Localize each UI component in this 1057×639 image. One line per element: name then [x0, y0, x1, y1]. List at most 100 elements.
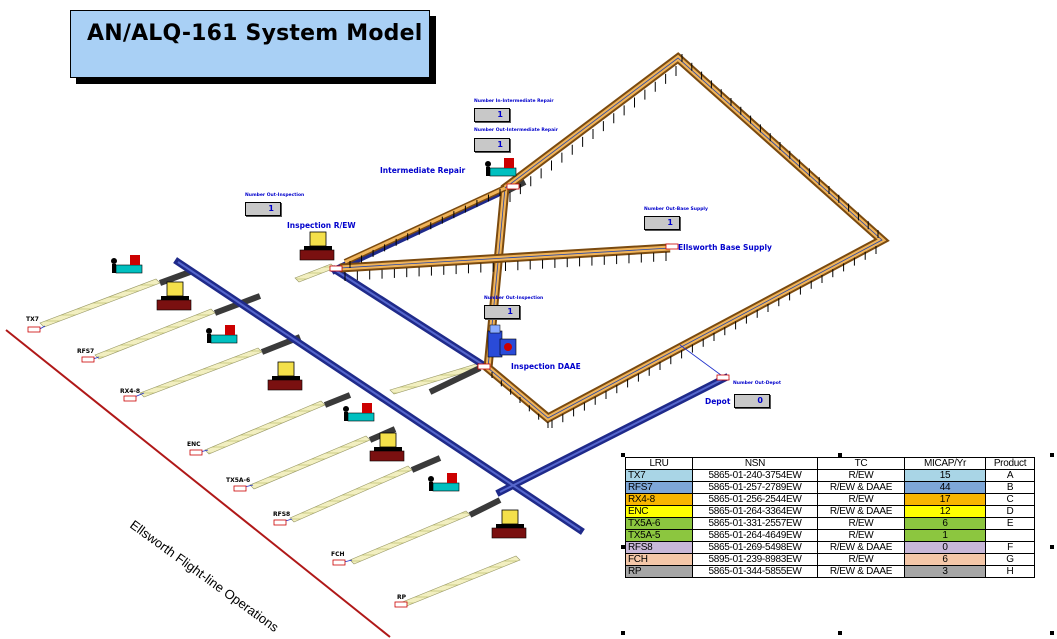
table-header-row: LRU NSN TC MICAP/Yr Product — [625, 457, 1035, 470]
counter-label: Number Out-Inspection — [245, 193, 305, 198]
table-cell-nsn: 5865-01-331-2557EW — [692, 517, 818, 530]
counter-label: Number In-Intermediate Repair — [474, 99, 554, 104]
route-label: RFS7 — [77, 348, 95, 355]
lane-rx48 — [139, 347, 263, 398]
lane-tx5a — [249, 435, 371, 490]
selection-handle — [621, 631, 625, 635]
table-cell-tc: R/EW — [817, 469, 905, 482]
table-cell-lru: RX4-8 — [625, 493, 693, 506]
selection-handle — [621, 545, 625, 549]
table-cell-tc: R/EW — [817, 493, 905, 506]
table-cell-product: C — [985, 493, 1035, 506]
column-header: LRU — [625, 457, 693, 470]
inspection-rew-label: Inspection R/EW — [287, 221, 356, 230]
counter-value: 0 — [757, 396, 763, 405]
test-bench-icon — [267, 361, 303, 391]
lane-fch — [349, 510, 471, 565]
operator-desk-icon — [111, 255, 143, 274]
route-label: FCH — [331, 551, 345, 558]
selection-handle — [838, 631, 842, 635]
table-cell-lru: RFS8 — [625, 541, 693, 554]
workstation-icons — [111, 158, 527, 539]
counter-box: 1 — [474, 108, 510, 122]
flightline-baseline — [5, 329, 391, 638]
counter-box: 1 — [474, 138, 510, 152]
lane-enc — [204, 400, 326, 455]
column-header: Product — [985, 457, 1035, 470]
column-header: MICAP/Yr — [904, 457, 986, 470]
operator-desk-icon — [343, 403, 375, 422]
route-label: ENC — [187, 441, 201, 448]
table-cell-tc: R/EW — [817, 553, 905, 566]
ellsworth-base-supply-label: Ellsworth Base Supply — [678, 243, 772, 252]
table-cell-micap: 6 — [904, 517, 986, 530]
lane-tx7 — [39, 278, 161, 328]
counter-label: Number Out-Base Supply — [644, 207, 708, 212]
table-cell-micap: 3 — [904, 565, 986, 578]
counter-label: Number Out-Depot — [733, 381, 782, 386]
counter-value: 1 — [497, 110, 503, 119]
table-cell-lru: FCH — [625, 553, 693, 566]
counter-value: 1 — [667, 218, 673, 227]
operator-desk-icon — [485, 158, 517, 177]
loop-tick-marks — [344, 54, 879, 428]
route-label: RFS8 — [273, 511, 291, 518]
selection-handle — [1050, 453, 1054, 457]
test-bench-icon — [369, 432, 405, 462]
table-cell-micap: 1 — [904, 529, 986, 542]
table-cell-nsn: 5865-01-257-2789EW — [692, 481, 818, 494]
table-cell-nsn: 5865-01-240-3754EW — [692, 469, 818, 482]
table-cell-product: B — [985, 481, 1035, 494]
table-cell-product: H — [985, 565, 1035, 578]
table-cell-nsn: 5865-01-256-2544EW — [692, 493, 818, 506]
test-bench-icon — [299, 231, 335, 261]
table-cell-micap: 17 — [904, 493, 986, 506]
counter-box: 0 — [734, 394, 770, 408]
lane-rfs7 — [94, 308, 216, 360]
table-cell-tc: R/EW — [817, 529, 905, 542]
route-label: TX7 — [26, 316, 39, 323]
lane-upper1 — [294, 263, 336, 283]
table-cell-product: F — [985, 541, 1035, 554]
table-cell-micap: 44 — [904, 481, 986, 494]
table-cell-tc: R/EW & DAAE — [817, 565, 905, 578]
flightline-lanes — [39, 187, 521, 608]
grey-connectors — [158, 179, 527, 518]
table-cell-product: D — [985, 505, 1035, 518]
route-label: RX4-8 — [120, 388, 141, 395]
table-cell-nsn: 5865-01-264-4649EW — [692, 529, 818, 542]
inspection-daae-label: Inspection DAAE — [511, 362, 581, 371]
table-cell-lru: RFS7 — [625, 481, 693, 494]
counter-label: Number Out-Intermediate Repair — [474, 128, 558, 133]
lane-rfs8 — [289, 465, 413, 523]
node-markers — [27, 183, 730, 608]
column-header: TC — [817, 457, 905, 470]
counter-box: 1 — [644, 216, 680, 230]
counter-value: 1 — [507, 307, 513, 316]
table-cell-lru: TX5A-5 — [625, 529, 693, 542]
table-cell-nsn: 5865-01-344-5855EW — [692, 565, 818, 578]
table-cell-micap: 12 — [904, 505, 986, 518]
table-cell-product: E — [985, 517, 1035, 530]
table-cell-nsn: 5865-01-264-3364EW — [692, 505, 818, 518]
table-cell-tc: R/EW & DAAE — [817, 481, 905, 494]
test-bench-icon — [156, 281, 192, 311]
selection-handle — [621, 453, 625, 457]
depot-label: Depot — [705, 397, 731, 406]
route-label: TX5A-6 — [226, 477, 251, 484]
table-cell-tc: R/EW & DAAE — [817, 505, 905, 518]
table-cell-lru: ENC — [625, 505, 693, 518]
operator-desk-icon — [428, 473, 460, 492]
table-cell-lru: RP — [625, 565, 693, 578]
counter-value: 1 — [268, 204, 274, 213]
table-cell-tc: R/EW — [817, 517, 905, 530]
table-cell-nsn: 5865-01-269-5498EW — [692, 541, 818, 554]
operator-desk-icon — [206, 325, 238, 344]
table-cell-product: G — [985, 553, 1035, 566]
